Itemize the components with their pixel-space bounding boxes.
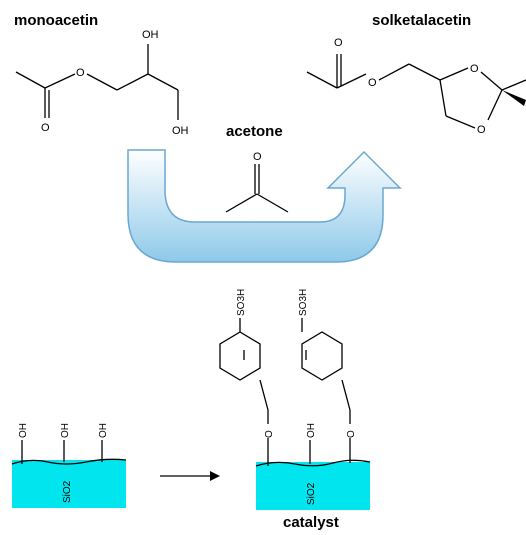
atom-o-ring-top: O <box>470 63 479 75</box>
acetone-structure: O <box>225 151 289 213</box>
catalyst-label: catalyst <box>283 514 339 531</box>
oh-left-1: OH <box>18 423 29 438</box>
atom-o-ring-bottom: O <box>477 124 486 136</box>
atom-o-ester: O <box>76 67 85 79</box>
o-linker-1: O <box>264 430 275 438</box>
atom-oh-primary: OH <box>172 125 189 137</box>
oh-right-surface: OH <box>306 423 317 438</box>
o-linker-2: O <box>346 430 357 438</box>
atom-o-carbonyl: O <box>41 122 50 134</box>
sio2-label-right: SiO2 <box>306 482 317 505</box>
so3h-group-1: SO3H <box>236 289 247 316</box>
so3h-group-2: SO3H <box>298 289 309 316</box>
silica-block-right <box>256 462 370 510</box>
oh-left-3: OH <box>98 423 109 438</box>
atom-o-ester-2: O <box>368 77 377 89</box>
atom-oh-secondary: OH <box>142 29 159 41</box>
acetone-label: acetone <box>226 123 283 140</box>
atom-o-acetone: O <box>253 151 262 163</box>
solketalacetin-structure: O O O O <box>306 37 526 136</box>
solketalacetin-label: solketalacetin <box>372 12 471 29</box>
monoacetin-label: monoacetin <box>14 12 98 29</box>
u-turn-arrow <box>127 149 402 263</box>
silica-surface-left: SiO2 OH OH OH <box>11 423 127 508</box>
oh-left-2: OH <box>60 423 71 438</box>
atom-o-carbonyl-2: O <box>334 37 343 49</box>
silica-block-left <box>12 460 126 508</box>
monoacetin-structure: O O OH OH <box>15 29 189 137</box>
functionalization-arrow <box>160 471 220 481</box>
sio2-label-left: SiO2 <box>62 480 73 503</box>
catalyst-structure: SiO2 O SO3H OH O SO3H <box>219 289 371 510</box>
